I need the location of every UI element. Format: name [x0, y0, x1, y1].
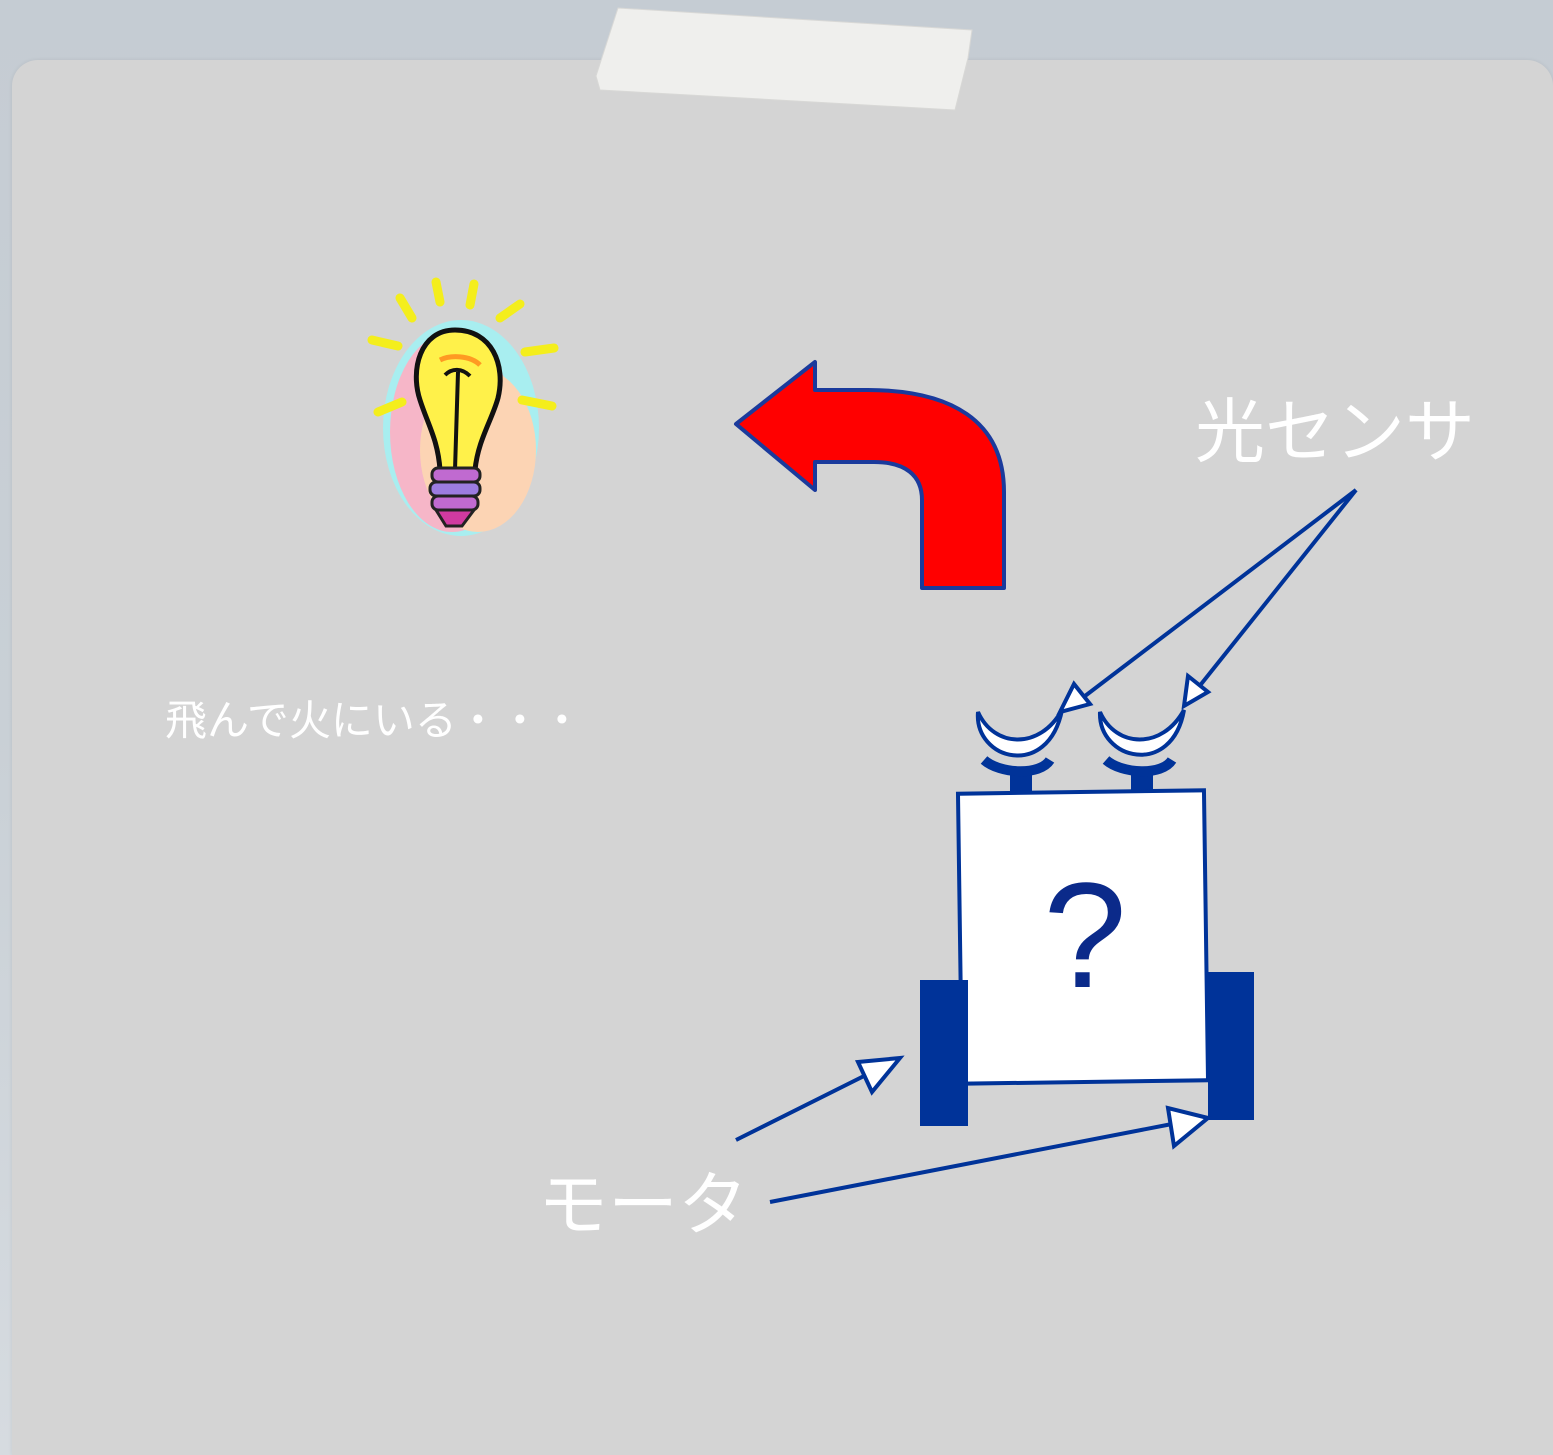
light-sensor-left — [975, 709, 1064, 798]
light-sensor-label: 光センサ — [1195, 391, 1475, 473]
light-sensor-right — [1097, 709, 1186, 798]
sensor-pointer-arrows — [1056, 488, 1358, 716]
motor-label: モータ — [538, 1164, 748, 1246]
tape-strip — [595, 7, 973, 111]
motor-left — [920, 980, 968, 1126]
caption-text: 飛んで火にいる・・・ — [165, 696, 583, 745]
motor-right — [1208, 972, 1254, 1120]
slide-card — [12, 60, 1553, 1455]
robot-body — [955, 788, 1211, 1086]
turn-left-arrow-icon — [734, 360, 1006, 590]
robot-question-mark: ? — [1043, 851, 1127, 1019]
lightbulb-icon — [367, 277, 559, 536]
motor-pointer-arrows — [735, 1055, 1213, 1204]
